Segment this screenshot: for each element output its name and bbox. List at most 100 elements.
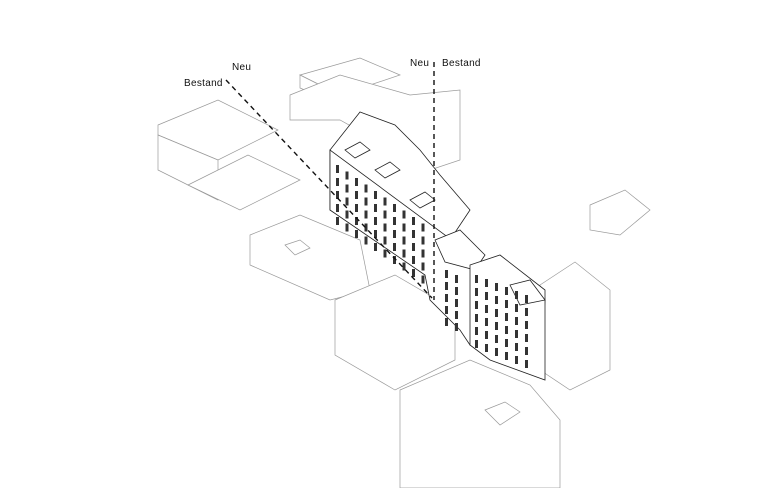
window [336, 165, 339, 173]
window [364, 197, 368, 206]
window [475, 301, 478, 309]
window [525, 334, 528, 342]
window [412, 230, 415, 238]
window [383, 223, 387, 232]
window [485, 305, 488, 313]
window [421, 275, 425, 284]
window [445, 282, 448, 290]
window-grid [336, 165, 528, 368]
window [475, 314, 478, 322]
label-right-new: Neu [410, 58, 430, 69]
window [412, 269, 415, 277]
window [455, 299, 458, 307]
window [336, 217, 339, 225]
window [495, 335, 498, 343]
window [355, 230, 358, 238]
window [525, 360, 528, 368]
window [345, 184, 349, 193]
window [485, 292, 488, 300]
window [355, 178, 358, 186]
window [412, 243, 415, 251]
window [421, 223, 425, 232]
window [445, 318, 448, 326]
window [345, 223, 349, 232]
window [383, 197, 387, 206]
window [515, 343, 518, 351]
window [402, 223, 406, 232]
window [364, 236, 368, 245]
window [402, 262, 406, 271]
window [412, 217, 415, 225]
window [345, 210, 349, 219]
window [374, 217, 377, 225]
window [515, 356, 518, 364]
window [495, 322, 498, 330]
window [345, 197, 349, 206]
window [336, 191, 339, 199]
window [455, 311, 458, 319]
window [374, 191, 377, 199]
window [495, 309, 498, 317]
window [393, 217, 396, 225]
window [374, 230, 377, 238]
window [374, 204, 377, 212]
window [336, 204, 339, 212]
window [495, 283, 498, 291]
window [364, 184, 368, 193]
window [495, 348, 498, 356]
label-left-existing: Bestand [184, 78, 223, 89]
window [515, 291, 518, 299]
window [355, 204, 358, 212]
window [445, 294, 448, 302]
label-right-existing: Bestand [442, 58, 481, 69]
window [505, 313, 508, 321]
window [402, 210, 406, 219]
window [525, 321, 528, 329]
window [475, 275, 478, 283]
window [455, 323, 458, 331]
window [485, 318, 488, 326]
window [393, 256, 396, 264]
window [515, 317, 518, 325]
window [336, 178, 339, 186]
window [364, 210, 368, 219]
window [393, 230, 396, 238]
window [383, 236, 387, 245]
window [355, 217, 358, 225]
window [445, 306, 448, 314]
window [412, 256, 415, 264]
window [475, 340, 478, 348]
window [485, 344, 488, 352]
window [383, 249, 387, 258]
window [364, 223, 368, 232]
window [505, 352, 508, 360]
window [525, 295, 528, 303]
context-buildings [157, 57, 651, 488]
window [475, 288, 478, 296]
window [445, 270, 448, 278]
window [505, 326, 508, 334]
window [515, 304, 518, 312]
window [383, 210, 387, 219]
window [455, 287, 458, 295]
window [485, 331, 488, 339]
window [421, 236, 425, 245]
window [421, 262, 425, 271]
window [402, 236, 406, 245]
window [525, 347, 528, 355]
window [345, 171, 349, 180]
window [421, 249, 425, 258]
window [374, 243, 377, 251]
window [515, 330, 518, 338]
window [393, 243, 396, 251]
label-left-new: Neu [232, 62, 252, 73]
window [485, 279, 488, 287]
window [505, 287, 508, 295]
window [475, 327, 478, 335]
window [402, 249, 406, 258]
window [495, 296, 498, 304]
divider-line-left [225, 79, 433, 299]
window [455, 275, 458, 283]
